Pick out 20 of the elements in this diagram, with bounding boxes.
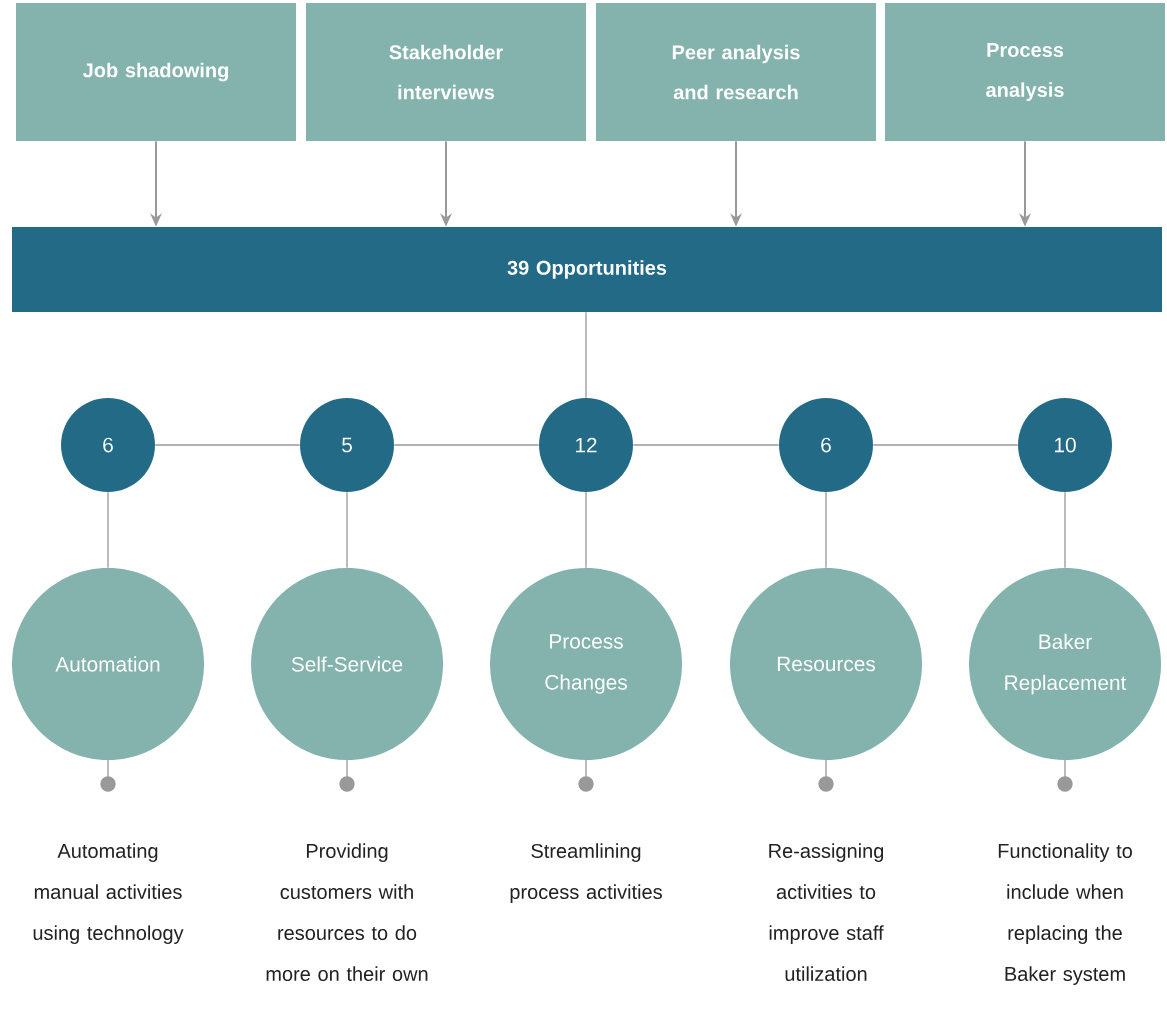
opportunities-band: 39 Opportunities — [12, 227, 1162, 312]
connector-line — [585, 491, 587, 569]
connector-line — [585, 311, 587, 399]
connector-line — [154, 444, 301, 446]
connector-line — [872, 444, 1019, 446]
connector-line — [1064, 491, 1066, 569]
source-box: Peer analysis and research — [596, 3, 876, 141]
description-text: Functionality to include when replacing the Baker system — [998, 843, 1132, 985]
source-box: Stakeholder interviews — [306, 3, 586, 141]
description-text: Automating manual activities using technology — [33, 843, 184, 944]
connector-line — [632, 444, 780, 446]
connector-line — [107, 491, 109, 569]
source-box: Job shadowing — [16, 3, 296, 141]
connector-line — [393, 444, 540, 446]
connector-line — [825, 491, 827, 569]
description-text: Providing customers with resources to do more on their own — [266, 843, 428, 981]
source-box: Process analysis — [885, 3, 1165, 141]
connector-line — [346, 491, 348, 569]
description-text: Re-assigning activities to improve staff utilization — [769, 843, 884, 981]
description-text: Streamlining process activities — [510, 843, 662, 903]
